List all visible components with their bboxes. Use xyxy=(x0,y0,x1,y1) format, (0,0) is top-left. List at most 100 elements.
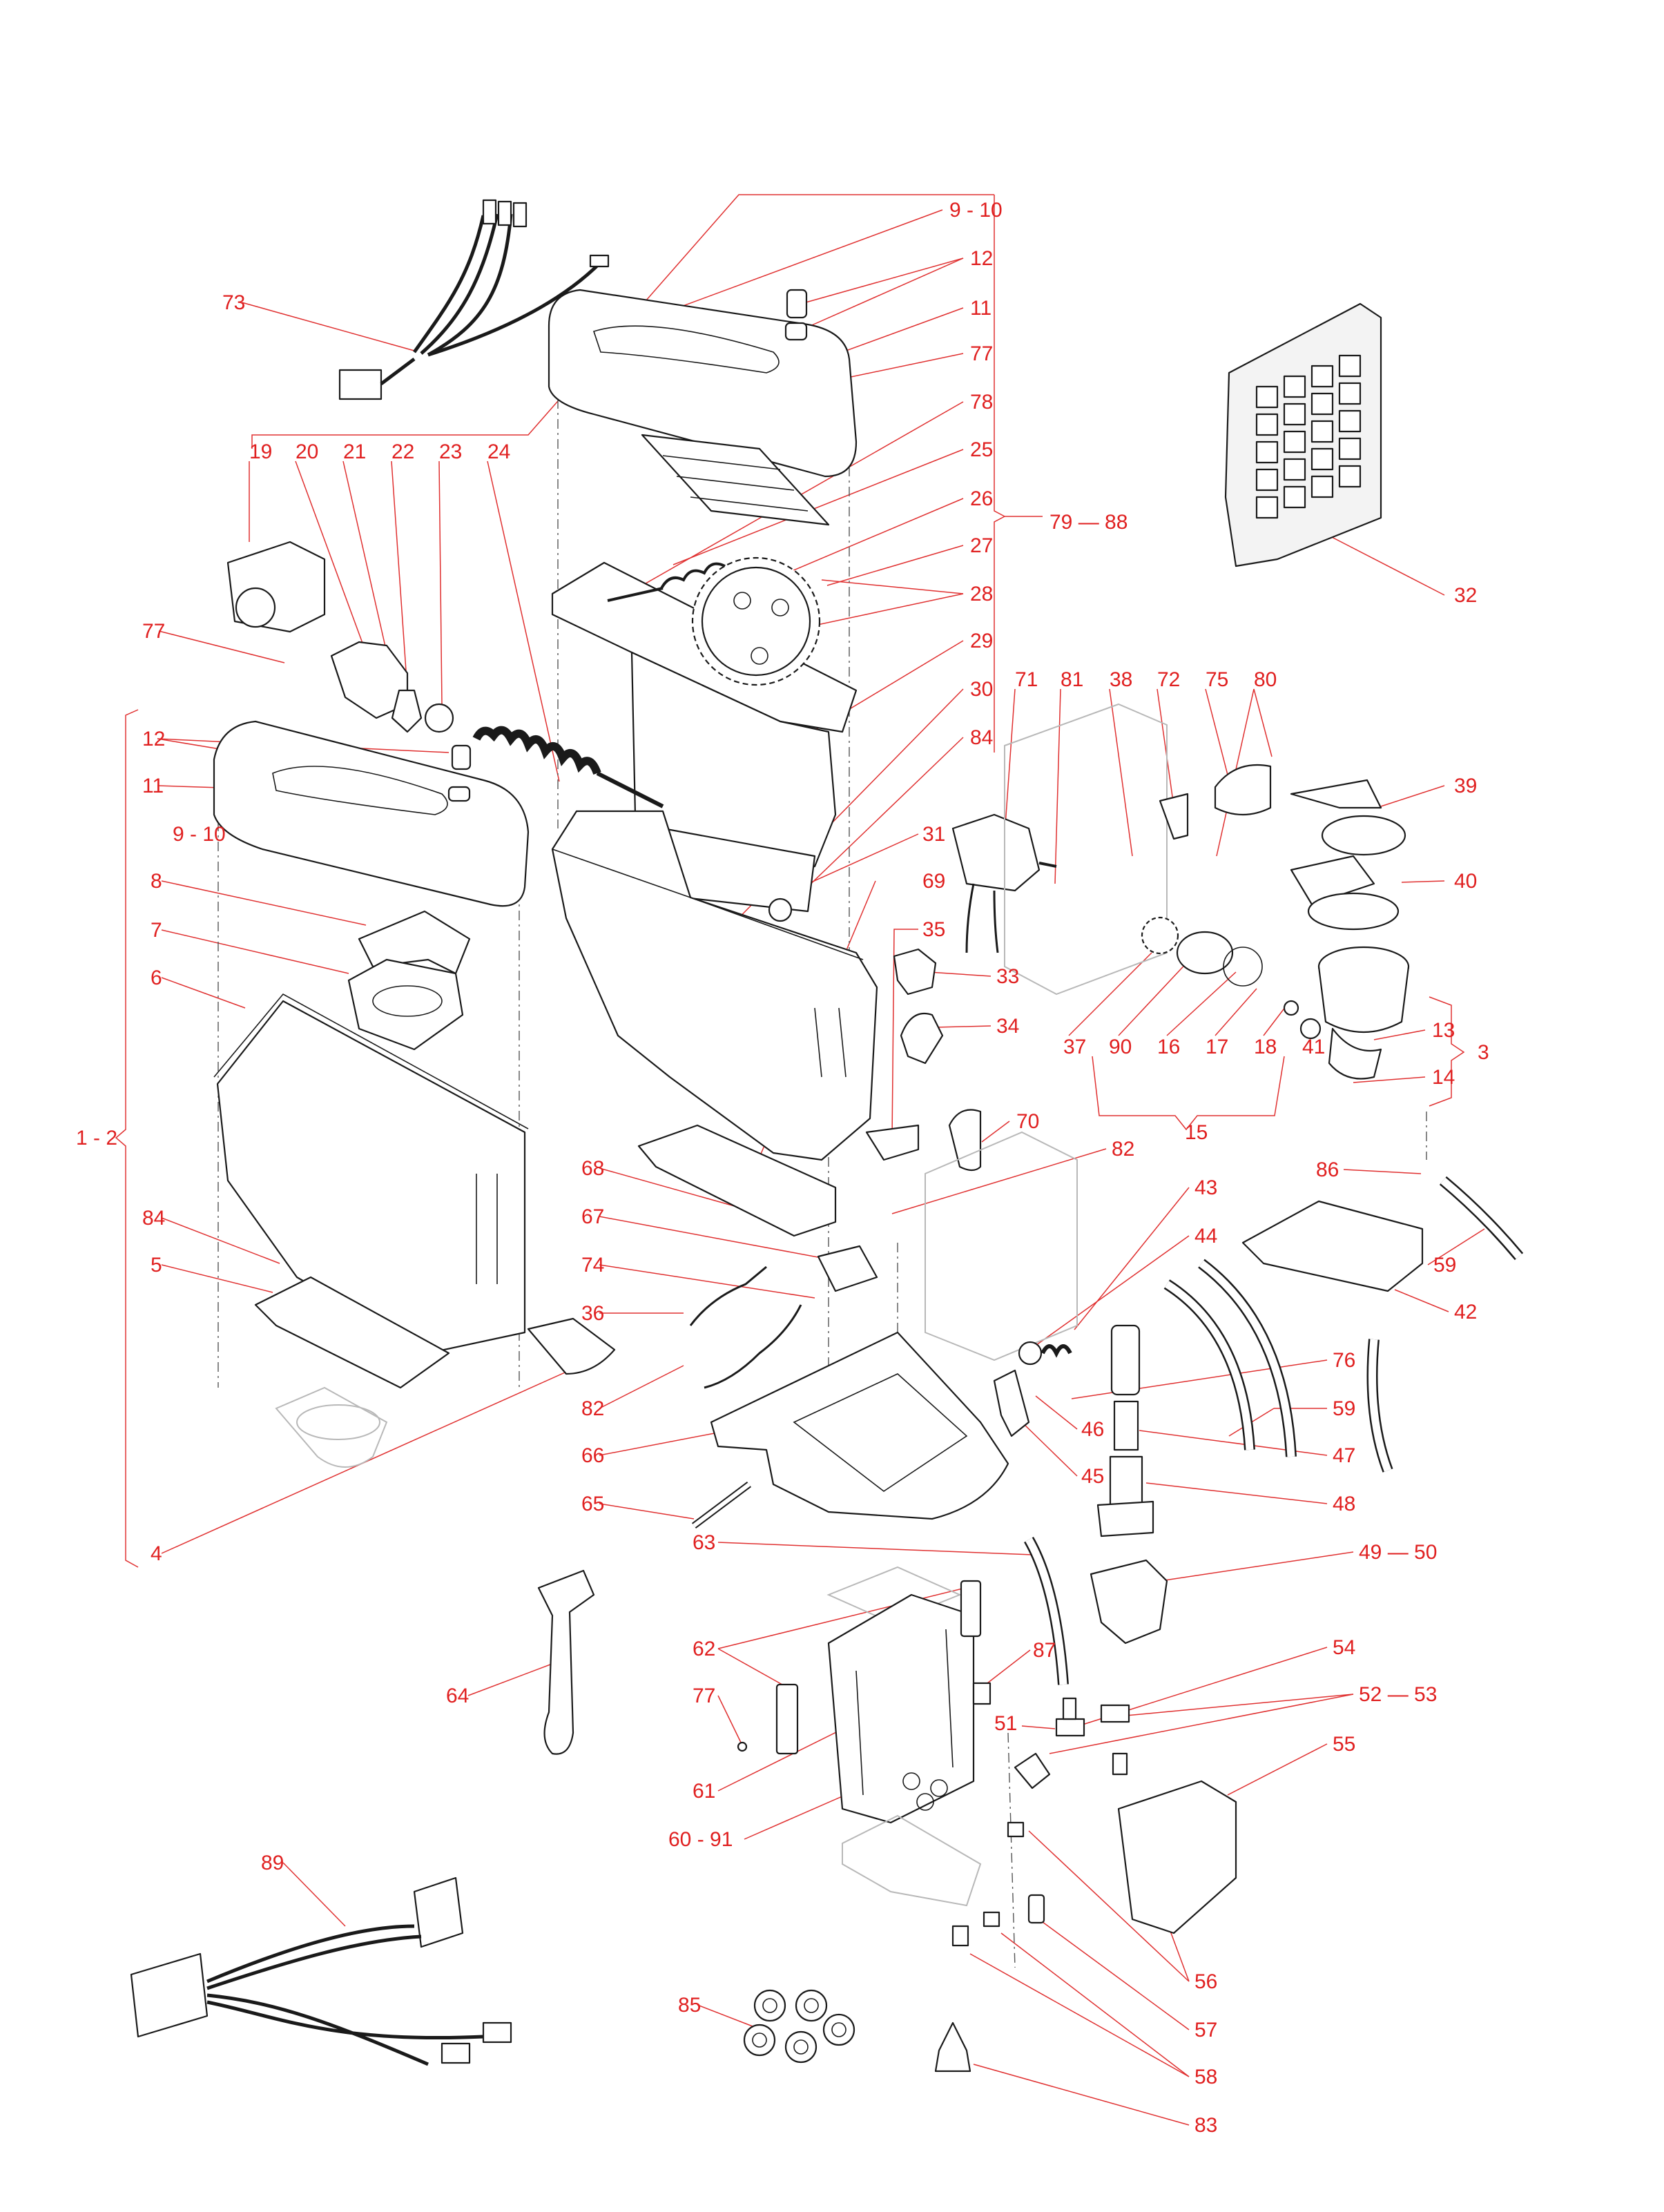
backplate xyxy=(925,1131,1078,1361)
callout-52-53: 52 — 53 xyxy=(1359,1683,1437,1706)
clip-62 xyxy=(775,1580,982,1755)
leader-9-10 xyxy=(666,209,943,313)
callout-64: 64 xyxy=(446,1685,469,1707)
leader-52b xyxy=(1049,1694,1354,1754)
callout-16: 16 xyxy=(1157,1036,1180,1058)
leader-89 xyxy=(282,1862,346,1927)
leader-44 xyxy=(1028,1235,1190,1351)
small-parts-31 xyxy=(768,898,793,922)
leader-33 xyxy=(928,971,991,977)
leader-48 xyxy=(1145,1482,1328,1504)
callout-15: 15 xyxy=(1185,1121,1208,1144)
tray-ghost-4 xyxy=(275,1386,388,1468)
callout-71: 71 xyxy=(1015,668,1038,691)
leader-77-bot xyxy=(717,1695,743,1746)
leader-13 xyxy=(1373,1029,1426,1040)
callout-72: 72 xyxy=(1157,668,1180,691)
callout-14: 14 xyxy=(1432,1066,1455,1089)
callout-32: 32 xyxy=(1454,584,1477,607)
callout-87: 87 xyxy=(1033,1639,1056,1662)
screw-87 xyxy=(972,1682,991,1705)
leader-75 xyxy=(1205,688,1230,781)
leader-77-left xyxy=(158,630,285,663)
callout-80: 80 xyxy=(1254,668,1277,691)
caps-85 xyxy=(743,1989,855,2064)
leader-80a xyxy=(1253,688,1273,757)
callout-19: 19 xyxy=(249,440,272,463)
callout-61: 61 xyxy=(693,1780,715,1803)
fastener-12-left xyxy=(447,744,472,802)
leader-72 xyxy=(1157,688,1174,807)
leader-55 xyxy=(1227,1743,1328,1796)
parts xyxy=(130,199,1524,2073)
callout-82-top: 82 xyxy=(1112,1138,1134,1161)
leader-25 xyxy=(673,449,964,565)
callout-8: 8 xyxy=(151,870,162,893)
leader-65 xyxy=(599,1503,695,1520)
callout-67: 67 xyxy=(581,1205,604,1228)
callout-57: 57 xyxy=(1194,2019,1217,2041)
callout-81: 81 xyxy=(1061,668,1083,691)
callout-13: 13 xyxy=(1432,1019,1455,1042)
leader-66 xyxy=(599,1432,719,1456)
screw-77-bot xyxy=(737,1741,748,1752)
hopper-body-right xyxy=(551,810,878,1161)
callout-48: 48 xyxy=(1333,1493,1355,1515)
callout-69: 69 xyxy=(922,870,945,893)
axis-nozzle xyxy=(1007,1732,1016,1968)
callout-12-top: 12 xyxy=(970,247,993,270)
callout-84-left: 84 xyxy=(142,1207,165,1230)
frame-60-91 xyxy=(827,1593,975,1824)
leader-32 xyxy=(1328,535,1445,596)
callout-77-left: 77 xyxy=(142,620,165,643)
leader-16 xyxy=(1166,971,1237,1036)
callout-38: 38 xyxy=(1110,668,1132,691)
leader-86 xyxy=(1343,1169,1422,1174)
callout-77-bot: 77 xyxy=(693,1685,715,1707)
callout-75: 75 xyxy=(1206,668,1228,691)
callout-62: 62 xyxy=(693,1638,715,1660)
leader-12b xyxy=(800,258,964,331)
base-66 xyxy=(710,1331,1009,1520)
leader-12a xyxy=(800,258,964,304)
bracket-3 xyxy=(1429,996,1465,1107)
frame-ghost xyxy=(842,1814,982,1907)
callout-76: 76 xyxy=(1333,1349,1355,1372)
shaft-65 xyxy=(692,1482,751,1529)
clip-75 xyxy=(1214,764,1272,816)
container-6 xyxy=(213,993,529,1355)
callout-43: 43 xyxy=(1194,1176,1217,1199)
callout-24: 24 xyxy=(487,440,510,463)
leader-58a xyxy=(969,1953,1190,2077)
callout-20: 20 xyxy=(296,440,318,463)
bracket-20 xyxy=(330,641,409,719)
callout-86: 86 xyxy=(1316,1158,1339,1181)
callout-45: 45 xyxy=(1081,1465,1104,1488)
callout-25: 25 xyxy=(970,438,993,461)
callout-84-top: 84 xyxy=(970,726,993,749)
leader-52a xyxy=(1118,1694,1354,1717)
leader-45 xyxy=(1021,1422,1078,1477)
wire-74 xyxy=(689,1265,802,1389)
callout-7: 7 xyxy=(151,919,162,942)
callout-3: 3 xyxy=(1478,1041,1489,1064)
callout-17: 17 xyxy=(1206,1036,1228,1058)
leader-22 xyxy=(391,460,408,691)
callout-66: 66 xyxy=(581,1444,604,1467)
leader-73 xyxy=(241,302,415,351)
column-47-48 xyxy=(1096,1324,1154,1537)
callout-78: 78 xyxy=(970,391,993,414)
leader-74 xyxy=(599,1264,815,1299)
callout-11-top: 11 xyxy=(970,297,991,320)
motor-19 xyxy=(226,541,326,633)
leader-5 xyxy=(161,1264,273,1293)
leader-70 xyxy=(981,1120,1010,1143)
leader-34 xyxy=(935,1025,991,1028)
leader-38 xyxy=(1109,688,1133,857)
callout-85: 85 xyxy=(678,1994,701,2017)
bracket-79-88 xyxy=(994,195,1006,753)
callout-18: 18 xyxy=(1254,1036,1277,1058)
callout-4: 4 xyxy=(151,1542,162,1565)
leader-82-bot xyxy=(599,1365,684,1409)
